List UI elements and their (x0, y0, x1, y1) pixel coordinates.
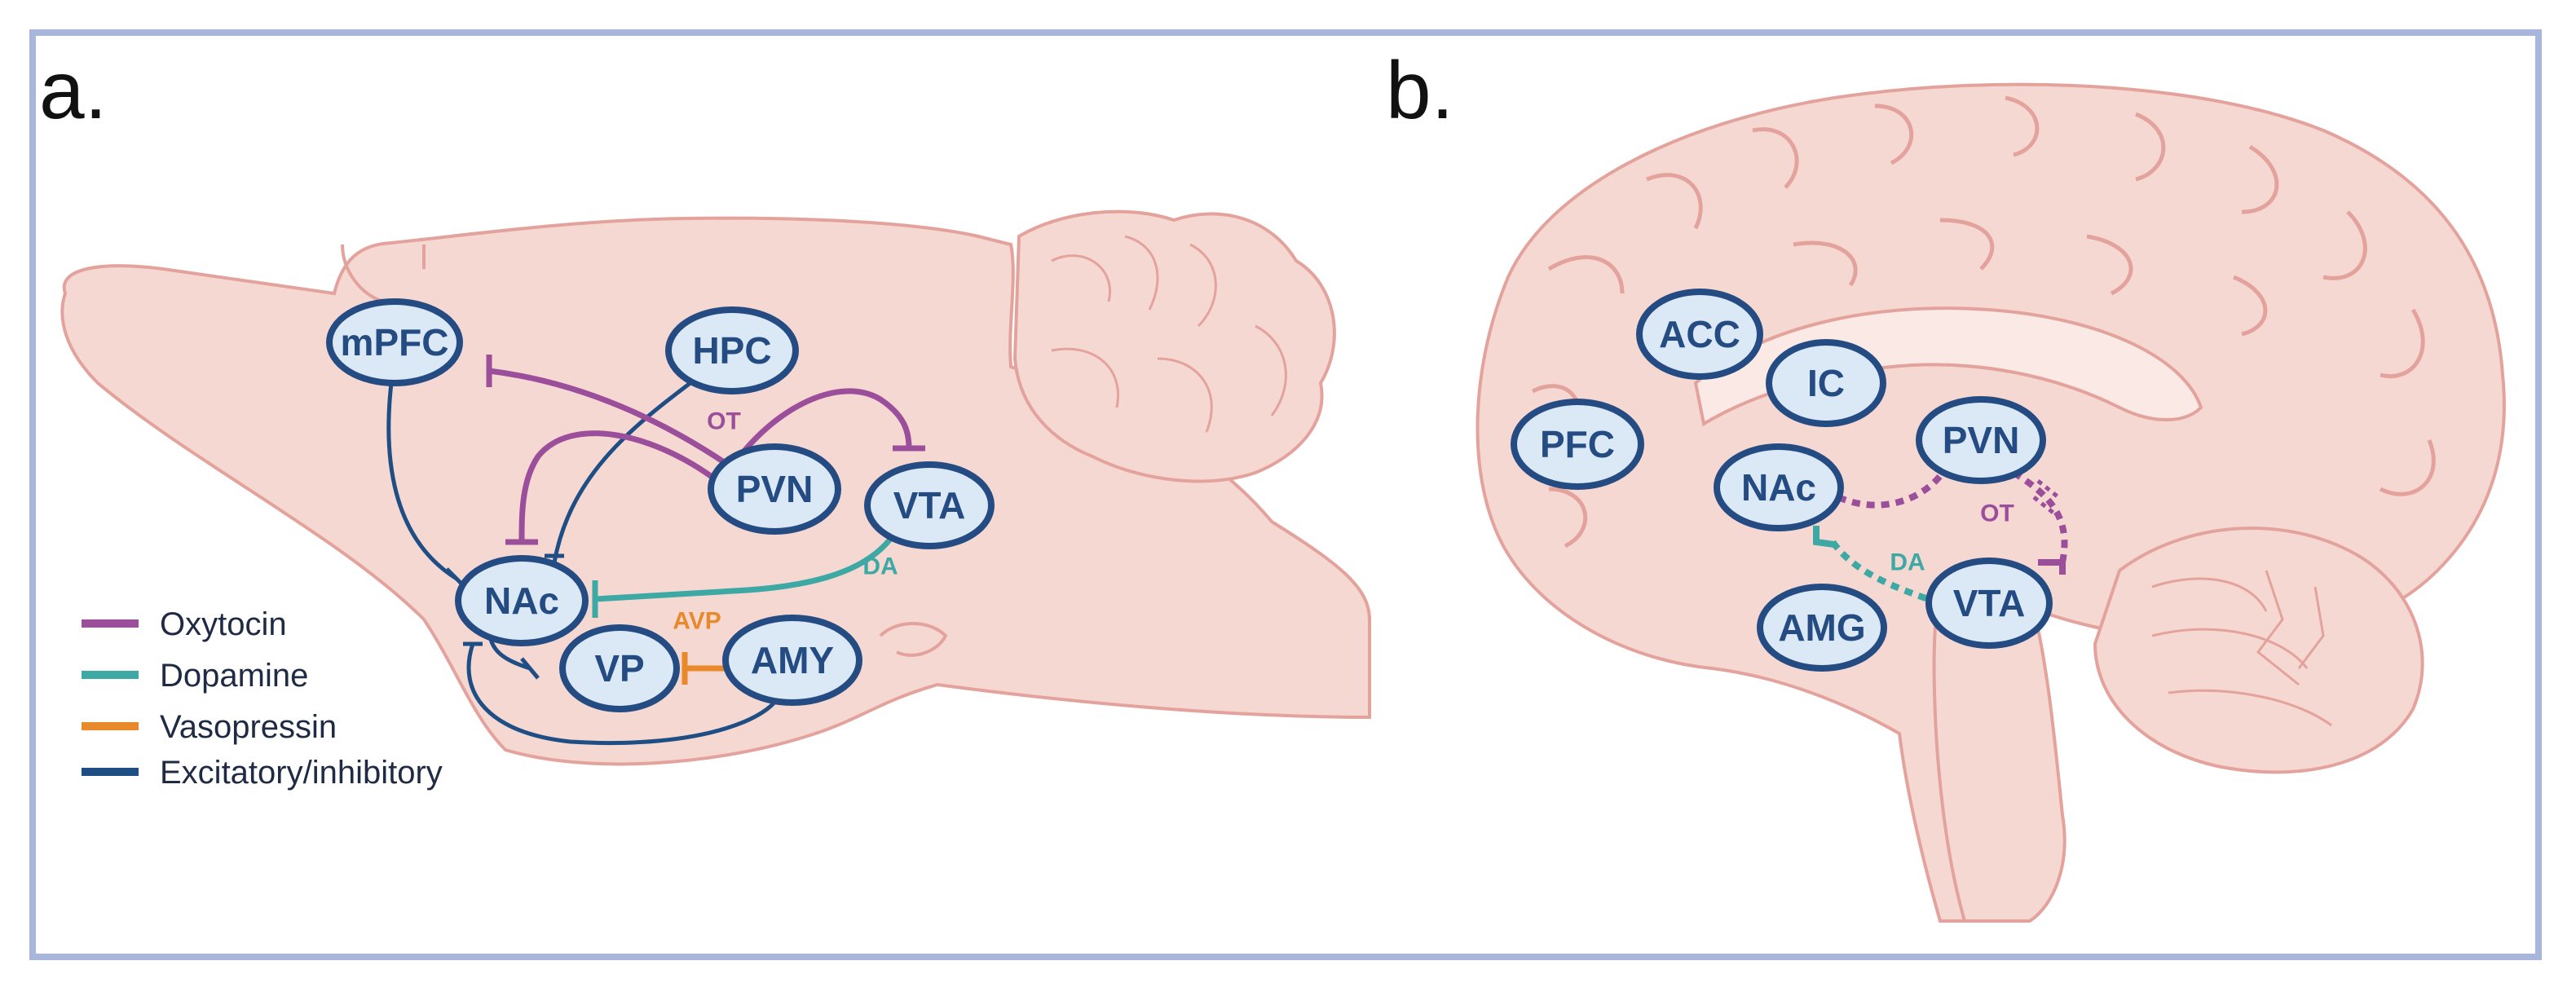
node-hpc-label: HPC (692, 329, 771, 372)
node-mpfc[interactable]: mPFC (326, 298, 463, 386)
edge-pvn-to-vta-b (2011, 469, 2068, 563)
legend-item-vasopressin: Vasopressin (82, 709, 337, 745)
node-vp-label: VP (594, 647, 644, 690)
edge-label-da-b: DA (1890, 549, 1925, 576)
node-nac-label: NAc (484, 580, 559, 622)
dopamine-edges (592, 528, 899, 618)
node-mpfc-label: mPFC (341, 321, 449, 364)
node-amg-label: AMG (1778, 606, 1865, 649)
oxytocin-edges (488, 368, 912, 543)
legend-swatch-dopamine (82, 671, 139, 679)
terminal-vp-left (520, 657, 540, 680)
edge-label-da: DA (862, 553, 898, 580)
node-pvn-b-label: PVN (1943, 419, 2020, 461)
node-pvn-b[interactable]: PVN (1916, 396, 2046, 484)
human-gyri (1531, 95, 2436, 549)
node-hpc[interactable]: HPC (665, 306, 799, 394)
rodent-cerebellum-folds (1051, 235, 1287, 433)
human-brain-illustration (1475, 82, 2506, 923)
panel-b: b. ACC (1386, 45, 2506, 923)
legend-swatch-vasopressin (82, 722, 139, 730)
oxytocin-dotted-edges (1837, 462, 2068, 563)
edge-pvn-to-nac-b (1837, 462, 1952, 509)
dopamine-terminals-b (1813, 526, 1835, 548)
node-nac-b-label: NAc (1741, 466, 1816, 509)
node-pfc[interactable]: PFC (1511, 399, 1644, 490)
node-pfc-label: PFC (1540, 423, 1615, 465)
panel-b-label: b. (1386, 45, 1453, 136)
edge-label-ot: OT (707, 408, 741, 435)
node-nac-b[interactable]: NAc (1714, 443, 1844, 531)
node-pvn[interactable]: PVN (708, 443, 841, 535)
legend-swatch-excitatory (82, 768, 139, 776)
pvn-side-markers (2032, 479, 2060, 515)
terminal-nac-da-b (1813, 526, 1835, 548)
edge-vta-to-nac-b (1827, 535, 1942, 606)
edge-pvn-to-mpfc (488, 368, 735, 471)
human-cerebellum-folds (2151, 570, 2332, 727)
edge-pvn-to-nac (518, 430, 720, 543)
legend-label-excitatory: Excitatory/inhibitory (160, 755, 443, 791)
edge-nac-amy-loop (466, 643, 785, 746)
node-vta-b[interactable]: VTA (1925, 557, 2053, 649)
legend-item-excitatory: Excitatory/inhibitory (82, 755, 443, 791)
legend-label-vasopressin: Vasopressin (160, 709, 337, 745)
legend-swatch-oxytocin (82, 619, 139, 628)
oxytocin-terminals (486, 355, 925, 545)
rodent-cortex-fold (341, 244, 948, 657)
legend: Oxytocin Dopamine Vasopressin Excitatory… (82, 606, 443, 791)
edge-hpc-to-nac (552, 373, 703, 563)
node-vta-label: VTA (893, 484, 966, 527)
human-cerebrum (1475, 82, 2506, 923)
node-ic-label: IC (1807, 362, 1845, 404)
legend-item-oxytocin: Oxytocin (82, 606, 287, 642)
terminal-vta-b (2038, 559, 2066, 575)
dopamine-dotted-edges (1827, 535, 1942, 606)
node-vta-b-label: VTA (1953, 582, 2026, 624)
node-acc-label: ACC (1659, 313, 1740, 355)
panel-a-label: a. (39, 45, 107, 136)
node-amy-label: AMY (751, 639, 834, 681)
node-amg[interactable]: AMG (1757, 584, 1887, 672)
node-vta[interactable]: VTA (864, 461, 995, 549)
dotted-markers-b (2032, 479, 2060, 515)
edge-label-avp: AVP (673, 608, 721, 635)
node-amy[interactable]: AMY (722, 615, 862, 706)
edge-label-ot-b: OT (1980, 500, 2014, 527)
node-pvn-label: PVN (736, 468, 814, 510)
legend-item-dopamine: Dopamine (82, 658, 308, 694)
rodent-cerebellum (1012, 209, 1336, 483)
edge-vta-to-nac (594, 528, 899, 602)
node-vp[interactable]: VP (559, 624, 680, 712)
legend-label-oxytocin: Oxytocin (160, 606, 287, 642)
node-nac[interactable]: NAc (455, 555, 589, 646)
edge-pvn-to-vta (731, 388, 912, 467)
legend-label-dopamine: Dopamine (160, 658, 308, 694)
edge-mpfc-to-nac (386, 382, 458, 581)
node-acc[interactable]: ACC (1636, 289, 1763, 380)
node-ic[interactable]: IC (1766, 339, 1886, 427)
panel-a: a. (39, 45, 1371, 791)
